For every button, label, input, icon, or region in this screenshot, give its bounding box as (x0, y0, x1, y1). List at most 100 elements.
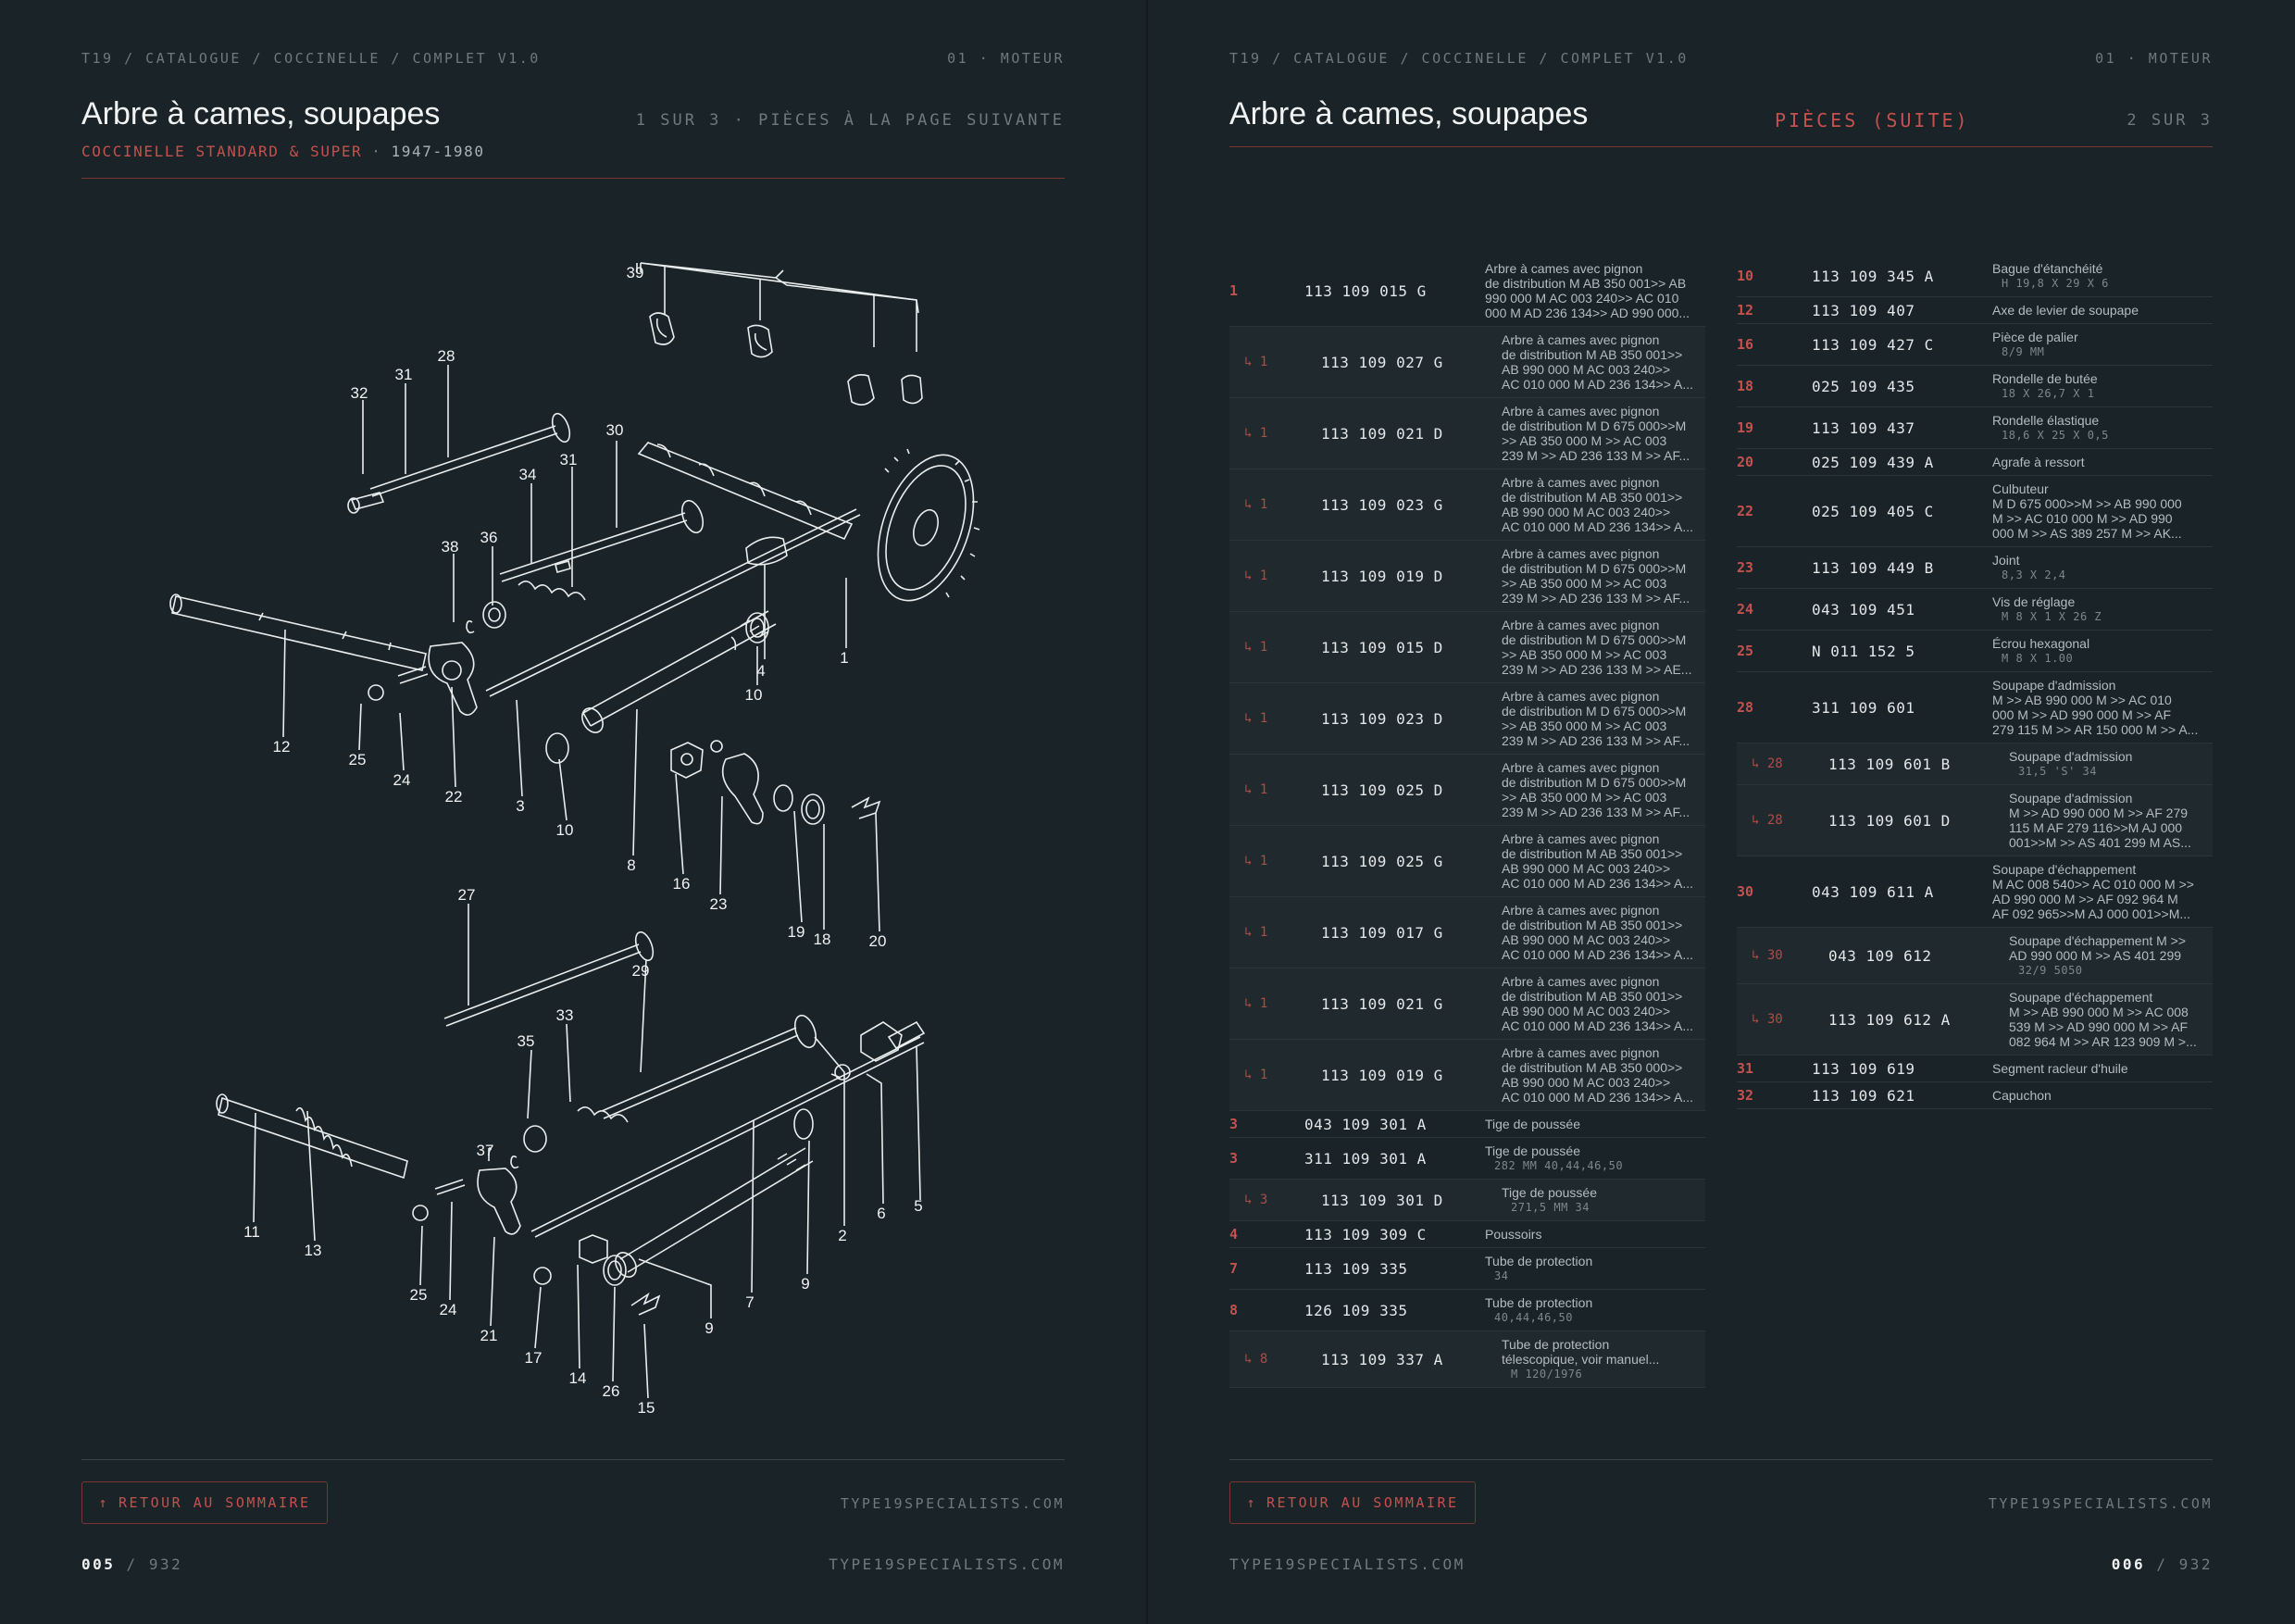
callout-number: 16 (673, 875, 691, 893)
part-number: 043 109 611 A (1812, 882, 1934, 901)
part-ref: 12 (1737, 302, 1754, 319)
part-description-line: Vis de réglage (1992, 594, 2076, 609)
part-spec: 8,3 X 2,4 (2002, 568, 2066, 581)
part-ref: ↳ 1 (1244, 497, 1268, 512)
part-number: 113 109 027 G (1321, 353, 1443, 371)
header-rule (81, 178, 1065, 179)
callout-number: 10 (556, 821, 574, 839)
part-spec: M 120/1976 (1511, 1368, 1583, 1380)
back-to-toc-button[interactable]: ↑ RETOUR AU SOMMAIRE (81, 1481, 328, 1524)
part-number: 113 109 612 A (1828, 1010, 1951, 1029)
callout-number: 6 (877, 1205, 885, 1222)
callout-number: 9 (705, 1319, 713, 1337)
page-total: / 932 (2156, 1555, 2213, 1573)
part-description-line: M >> AD 990 000 M >> AF 279 (2009, 806, 2189, 820)
part-description-line: Soupape d'échappement (2009, 990, 2153, 1005)
callout-number: 9 (801, 1275, 809, 1293)
part-ref: 20 (1737, 454, 1754, 470)
callout-number: 39 (627, 264, 644, 281)
part-number: 126 109 335 (1304, 1301, 1408, 1319)
part-ref: 8 (1229, 1302, 1239, 1318)
part-description-line: Agrafe à ressort (1992, 455, 2085, 469)
callout-number: 17 (525, 1349, 543, 1367)
part-description-line: Tige de poussée (1485, 1117, 1580, 1131)
part-ref: ↳ 1 (1244, 1068, 1268, 1082)
callout-number: 34 (519, 466, 537, 483)
part-number: 113 109 345 A (1812, 267, 1934, 285)
part-ref: ↳ 1 (1244, 782, 1268, 797)
page-number: 006 / 932 (2112, 1555, 2213, 1573)
site-footer: TYPE19SPECIALISTS.COM (1229, 1555, 1466, 1573)
part-description-line: AF 092 965>>M AJ 000 001>>M... (1992, 906, 2191, 921)
section-label: 01 · MOTEUR (947, 50, 1065, 67)
callout-number: 4 (756, 662, 765, 680)
part-ref: ↳ 1 (1244, 996, 1268, 1011)
model-label: COCCINELLE STANDARD & SUPER (81, 143, 363, 160)
back-to-toc-button[interactable]: ↑ RETOUR AU SOMMAIRE (1229, 1481, 1476, 1524)
back-to-toc-label: RETOUR AU SOMMAIRE (1266, 1494, 1459, 1511)
site-link[interactable]: TYPE19SPECIALISTS.COM (1988, 1495, 2213, 1512)
part-description-line: AB 990 000 M AC 003 240>> (1502, 932, 1671, 947)
part-description-line: Segment racleur d'huile (1992, 1061, 2128, 1076)
part-spec: 282 MM 40,44,46,50 (1494, 1159, 1624, 1172)
breadcrumb: T19 / CATALOGUE / COCCINELLE / COMPLET V… (1229, 50, 1689, 67)
callout-number: 37 (477, 1142, 494, 1159)
callout-number: 25 (410, 1286, 428, 1304)
part-description-line: Tige de poussée (1485, 1143, 1580, 1158)
callout-number: 3 (516, 797, 524, 815)
page-current: 006 (2111, 1555, 2146, 1573)
part-description-line: de distribution M D 675 000>>M (1502, 775, 1687, 790)
part-description-line: AC 010 000 M AD 236 134>> A... (1502, 1090, 1694, 1105)
page-number: 005 / 932 (81, 1555, 182, 1573)
part-ref: ↳ 30 (1752, 948, 1783, 963)
part-description-line: M >> AB 990 000 M >> AC 008 (2009, 1005, 2189, 1019)
part-number: 043 109 451 (1812, 600, 1915, 618)
part-description-line: Arbre à cames avec pignon (1502, 1045, 1660, 1060)
site-link[interactable]: TYPE19SPECIALISTS.COM (840, 1495, 1065, 1512)
callout-number: 35 (518, 1032, 535, 1050)
part-description-line: de distribution M AB 350 001>> (1502, 989, 1683, 1004)
